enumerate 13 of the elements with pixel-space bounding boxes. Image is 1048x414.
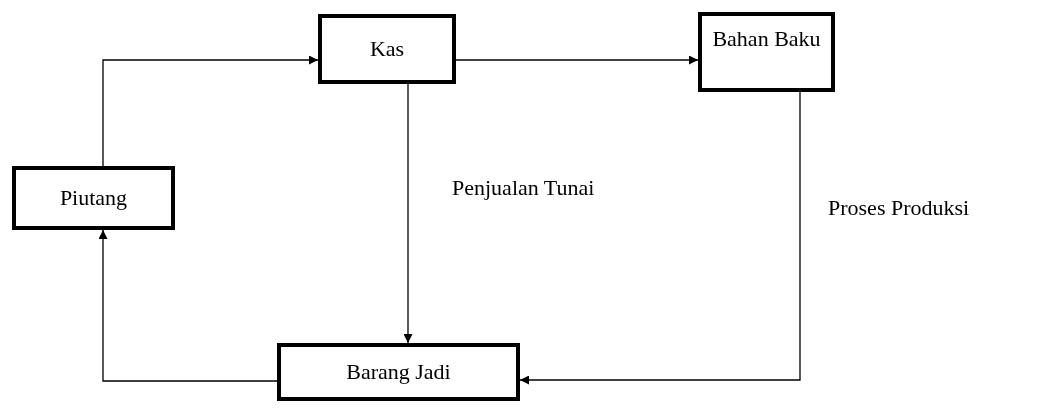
process-box xyxy=(318,14,456,84)
arrow xyxy=(455,55,699,65)
box-label: Barang Jadi xyxy=(346,359,451,385)
process-box xyxy=(698,12,835,92)
process-box xyxy=(12,166,175,230)
box-label: Piutang xyxy=(59,185,128,211)
box-label: Kas xyxy=(369,36,405,62)
process-box xyxy=(277,343,520,401)
arrow xyxy=(98,229,278,382)
box-label: Bahan Baku xyxy=(712,26,821,52)
arrow xyxy=(102,55,319,167)
arrow xyxy=(519,91,801,385)
arrow xyxy=(403,83,413,344)
